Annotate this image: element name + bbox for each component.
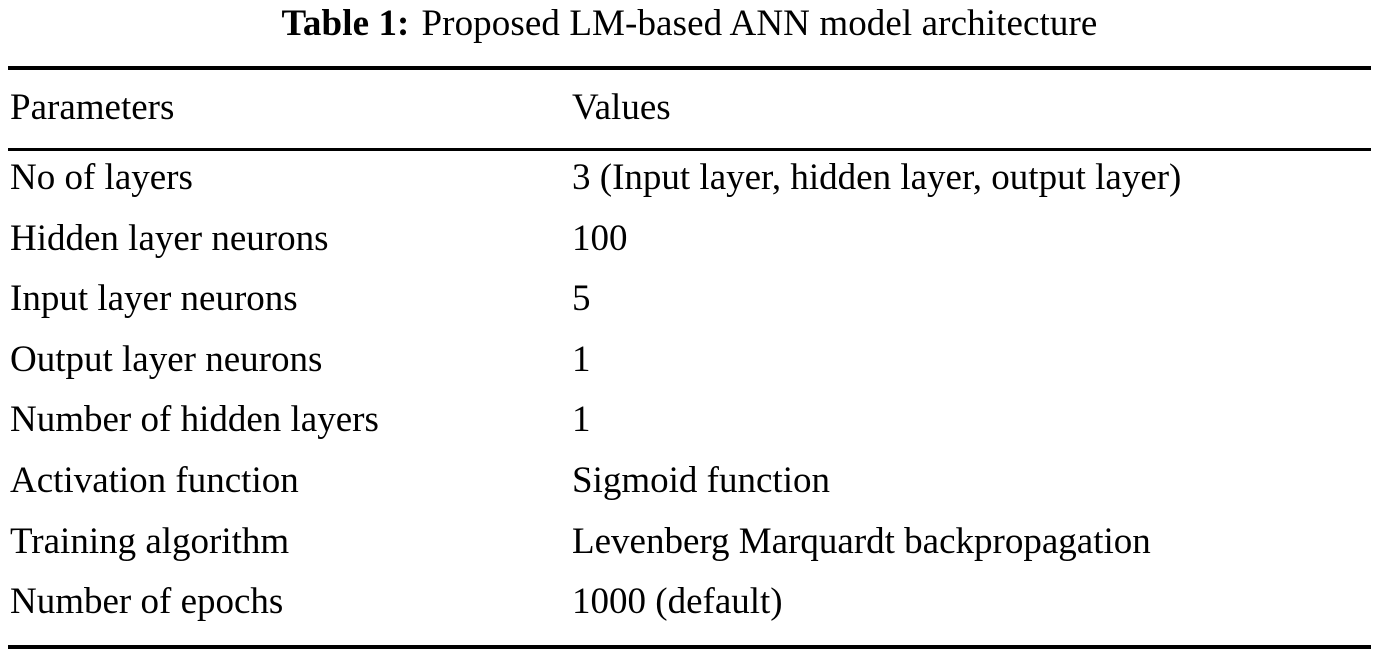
table-row: Output layer neurons 1 xyxy=(10,330,1371,391)
table-head: Parameters Values xyxy=(10,84,1371,148)
cell-parameter: Number of epochs xyxy=(10,581,284,623)
table-row: No of layers 3 (Input layer, hidden laye… xyxy=(10,148,1371,209)
table-caption: Table 1: Proposed LM-based ANN model arch… xyxy=(0,1,1379,47)
table-bottom-rule xyxy=(8,645,1371,649)
cell-parameter: Training algorithm xyxy=(10,520,290,562)
cell-value: 5 xyxy=(572,278,591,320)
table-top-rule xyxy=(8,66,1371,70)
cell-parameter: No of layers xyxy=(10,157,193,198)
table-row: Training algorithm Levenberg Marquardt b… xyxy=(10,512,1371,573)
table-header-row: Parameters Values xyxy=(10,84,1371,148)
cell-value: 3 (Input layer, hidden layer, output lay… xyxy=(572,157,1182,198)
table-caption-title: Proposed LM-based ANN model architecture xyxy=(421,3,1098,44)
table-row: Number of epochs 1000 (default) xyxy=(10,572,1371,633)
cell-value: 1000 (default) xyxy=(572,581,783,623)
cell-parameter: Activation function xyxy=(10,459,299,501)
table-body: No of layers 3 (Input layer, hidden laye… xyxy=(10,148,1371,633)
cell-parameter: Input layer neurons xyxy=(10,278,298,320)
cell-parameter: Output layer neurons xyxy=(10,338,323,380)
table-row: Activation function Sigmoid function xyxy=(10,451,1371,512)
table-header-rule xyxy=(8,148,1371,151)
cell-value: 100 xyxy=(572,217,628,259)
cell-value: Levenberg Marquardt backpropagation xyxy=(572,520,1151,562)
column-header-parameters: Parameters xyxy=(10,87,175,128)
parameters-table: Parameters Values No of layers 3 (Input … xyxy=(10,84,1371,633)
cell-value: 1 xyxy=(572,399,591,441)
table-row: Input layer neurons 5 xyxy=(10,269,1371,330)
cell-parameter: Number of hidden layers xyxy=(10,399,379,441)
table-caption-label: Table 1: xyxy=(281,3,410,44)
column-header-values: Values xyxy=(572,87,671,128)
table-row: Hidden layer neurons 100 xyxy=(10,209,1371,270)
cell-value: 1 xyxy=(572,338,591,380)
cell-parameter: Hidden layer neurons xyxy=(10,217,329,259)
cell-value: Sigmoid function xyxy=(572,459,830,501)
table-row: Number of hidden layers 1 xyxy=(10,390,1371,451)
